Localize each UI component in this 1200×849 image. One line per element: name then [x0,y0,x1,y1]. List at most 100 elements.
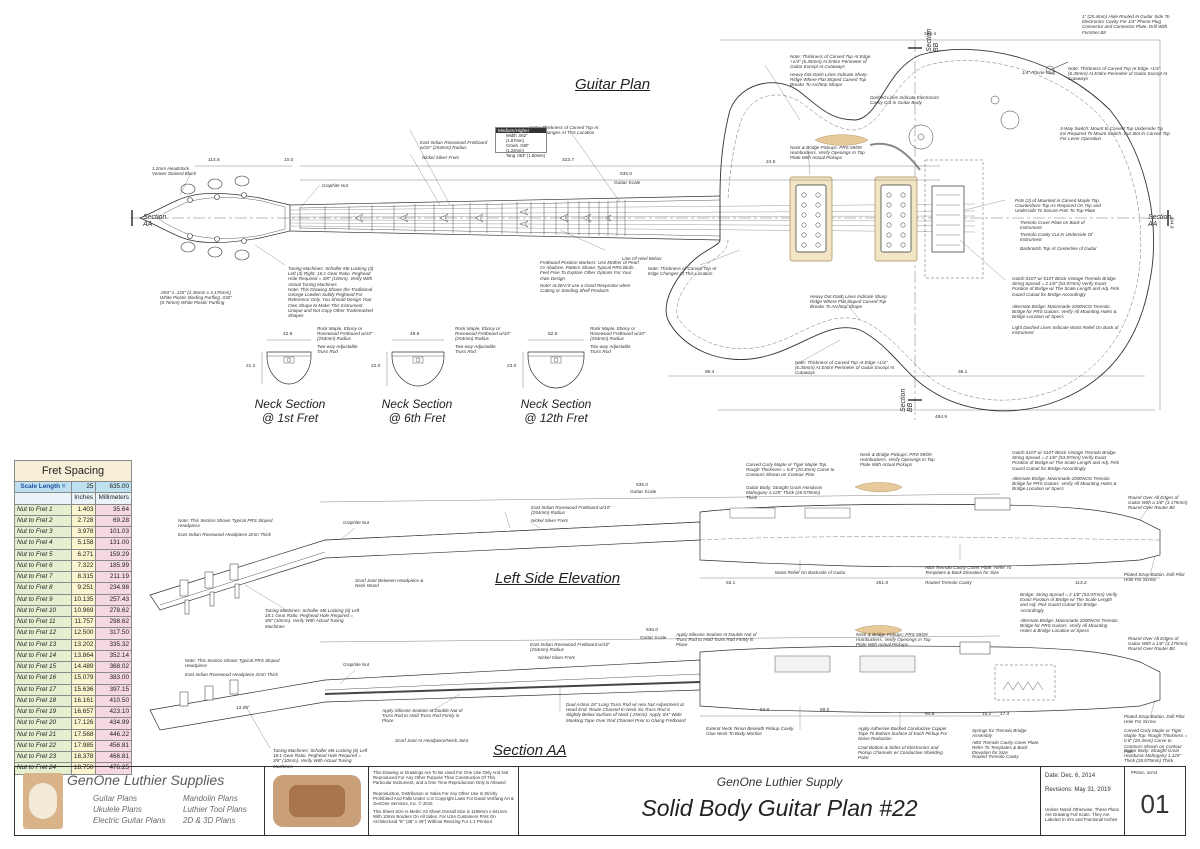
side-note-frets: Nickel Silver Frets [531,518,569,523]
sheet-cell: PRSsc. scm4 01 [1125,767,1185,835]
fret-label-cell: Nut to Fret 8 [14,582,72,595]
section-dim-2: 68.0 [820,708,830,713]
fret-inches-cell: 12.500 [70,627,97,640]
brand-product-5: Electric Guitar Plans [93,816,166,825]
fret-inches-cell: 5.158 [70,537,97,550]
guitar-photo-cell [265,767,369,835]
dim-lower: 99.4 [705,370,715,375]
legal-cell: This Drawing or Drawings Are To Be Used … [369,767,519,835]
dim-headstock: 114.8 [208,158,220,163]
fret-inches-cell: 11.757 [70,615,97,629]
note-tuning: Tuning Machines: Schaller M6 Locking (3)… [288,266,374,287]
legal-1: This Drawing or Drawings Are To Be Used … [373,770,509,785]
neck-section-1-note: Rock Maple, Ebony or Rosewood Fretboard … [317,326,373,342]
note-purfling: .093" x .125" (2.36mm x 3.175mm) White P… [160,290,232,306]
neck-section-12 [522,339,585,389]
fret-mm-cell: 476.25 [95,762,132,775]
section-note-foil: Apply Adhesive Backed Conductive Copper … [858,726,948,742]
fret-mm-cell: 159.29 [95,548,132,561]
note-frets: Nickel Silver Frets [422,155,460,160]
fret-inches-cell: 3.978 [70,525,97,539]
note-heel: Line Of Heel Below [622,256,662,261]
brand-product-3: Ukulele Plans [93,805,142,814]
neck-section-12-width: 52.6 [548,332,558,337]
note-markers: Fretboard Position Markers: Use Mother o… [540,260,639,281]
fret-label-cell: Nut to Fret 9 [14,593,72,606]
note-dashed-ridge: Heavy Dot-Dash Lines Indicate Sharp Ridg… [790,72,867,88]
fret-inches-cell: 15.079 [70,672,97,685]
view-title-side: Left Side Elevation [495,570,621,587]
section-tag-bb-bottom: Section BB [900,388,914,412]
dim-overall-bottom: 494.9 [935,415,948,420]
pickups [789,176,918,262]
fret-mm-cell: 397.15 [95,683,132,696]
neck-section-6-note: Rock Maple, Ebony or Rosewood Fretboard … [455,326,511,342]
brand-product-6: 2D & 3D Plans [183,816,236,825]
fret-mm-cell: 257.43 [95,593,132,606]
neck-section-1-rod: Two-way Adjustable Truss Rod [317,344,358,355]
note-switch: 3-Way Switch: Mount to Carved Top Unders… [1060,126,1170,142]
side-note-abs: ABS Tremolo Cavity Cover Plate. Refer To… [925,565,1012,576]
fret-mm-cell: 278.62 [95,604,132,618]
side-note-headpiece: East Indian Rosewood Headpiece 2mm Thick [178,532,271,537]
note-jack: 1" (25.4mm) Hole Routed In Guitar Side T… [1082,14,1170,35]
neck-section-12-rod: Two-way Adjustable Truss Rod [590,344,631,355]
note-centerline: Backnotch Top At Centerline of Guitar [1020,246,1097,251]
side-note-routed: Routed Tremolo Cavity [925,580,972,585]
fret-inches-cell: 10.969 [70,604,97,618]
fret-mm-cell: 101.03 [95,525,132,539]
dim-body-width: 393.4 [924,32,937,37]
side-dim-2: 261.8 [876,581,889,586]
section-note-graphite: Graphite Nut [343,662,370,667]
dim-nut: 10.0 [284,158,294,163]
section-note-peghead: Note: This Section Shows Typical PRS Slo… [185,658,280,669]
fret-mm-cell: 298.62 [95,615,132,629]
side-note-carved: Carved Curly Maple or Tiger Maple Top. R… [746,462,835,478]
fret-inches-cell: 1.403 [70,503,97,516]
section-dim-scale: 635.0 [646,628,659,633]
section-note-round: Round Over All Edges of Guitar With a 1/… [1128,636,1188,652]
fret-inches-cell: 16.657 [70,705,97,719]
neck-section-title-1: Neck Section @ 1st Fret [250,397,330,425]
fret-inches-cell: 9.251 [70,582,97,595]
unit-mm: Millimeters [95,492,132,505]
fret-inches-cell: 15.636 [70,683,97,696]
plan-title-cell: GenOne Luthier Supply Solid Body Guitar … [519,767,1041,835]
fret-label-cell: Nut to Fret 4 [14,537,72,550]
fret-mm-cell: 446.22 [95,728,132,741]
legal-2: Reproduction, Distribution or Sales For … [373,791,514,806]
neck-section-title-12: Neck Section @ 12th Fret [516,397,596,425]
fret-mm-cell: 383.00 [95,672,132,685]
scale-length-label: Scale Length = [14,480,72,494]
section-note-tenon: Extend Neck Tenon Beneath Pickup Cavity.… [706,726,795,737]
note-carved-top-right: Note: Thickness of Carved Top At Edge +1… [1068,66,1168,82]
fret-inches-cell: 18.378 [70,750,97,764]
neck-section-1-line2: @ 1st Fret [261,411,319,425]
neck-section-1 [261,339,312,385]
side-note-fretboard: East Indian Rosewood Fretboard w/10" (25… [531,505,611,516]
fret-mm-cell: 410.50 [95,694,132,708]
fret-label-cell: Nut to Fret 21 [14,728,72,741]
section-dim-angle: 13.00° [236,706,250,711]
section-note-scarf: Scarf Joint At Headpiece/Neck Joint [395,738,469,743]
meta-cell: Date: Dec. 6, 2014 Revisions: May 31, 20… [1041,767,1125,835]
section-tag-aa-left: Section AA [143,214,167,228]
fret-wire-width: Width .062" (1.57mm) [506,133,528,143]
section-tag-aa-right: Section AA [1148,214,1172,228]
fret-inches-cell: 2.728 [70,514,97,528]
fret-label-cell: Nut to Fret 17 [14,683,72,696]
section-note-seal1: Apply Silicone Sealant At Double Nut of … [676,632,757,648]
side-dim-1: 53.1 [726,581,736,586]
note-carved-b: Note: Thickness of Carved Top At Edge +1… [795,360,895,376]
fret-label-cell: Nut to Fret 5 [14,548,72,561]
